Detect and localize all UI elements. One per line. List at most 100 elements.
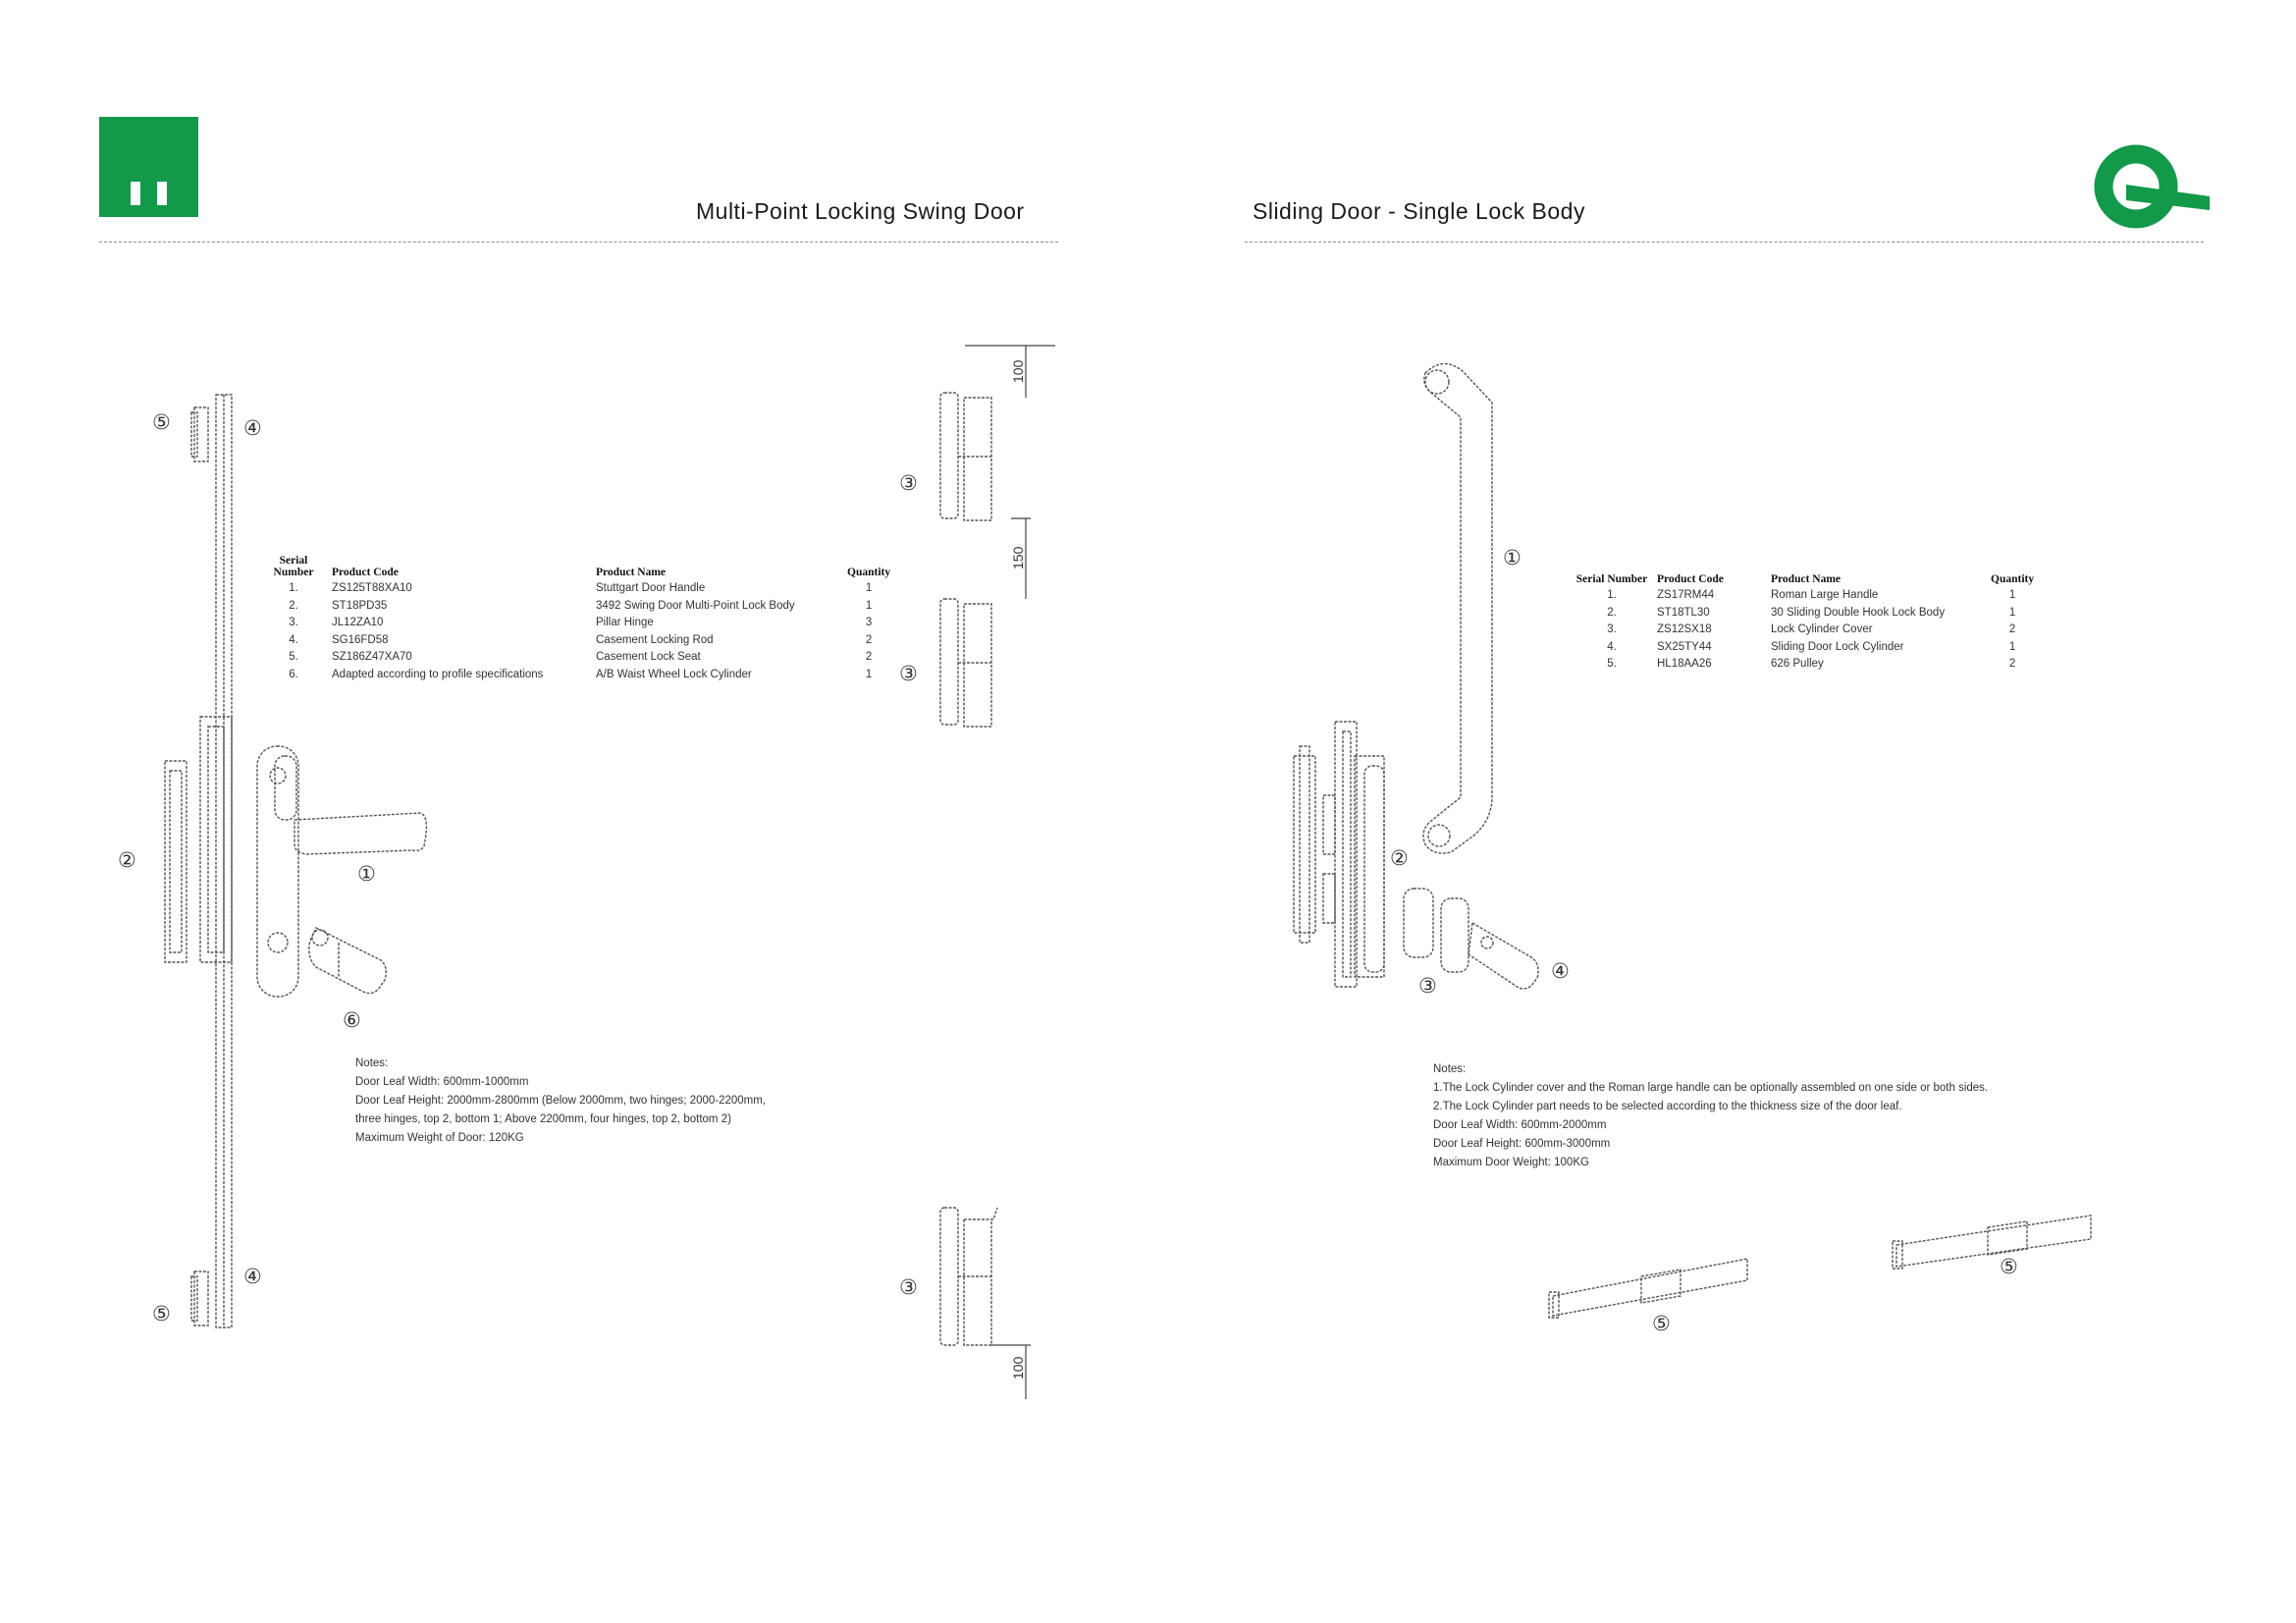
callout-5-bottom: ⑤ — [152, 1302, 171, 1325]
divider-left — [99, 242, 1058, 243]
col-serial-number: Serial Number — [1575, 573, 1648, 585]
callout-2-right: ② — [1390, 846, 1409, 870]
cell-qty: 3 — [865, 617, 873, 628]
col-product-code: Product Code — [1657, 573, 1724, 585]
cell-serial: 4. — [1607, 640, 1617, 653]
notes-heading: Notes: — [355, 1057, 389, 1069]
cell-name: Casement Lock Seat — [596, 651, 701, 663]
callout-6: ⑥ — [343, 1008, 361, 1032]
cell-qty: 1 — [2008, 589, 2016, 601]
cell-qty: 2 — [865, 651, 873, 663]
cell-code: ZS12SX18 — [1657, 623, 1712, 635]
col-product-name: Product Name — [596, 567, 667, 578]
table-row: 3. ZS12SX18 Lock Cylinder Cover 2 — [1571, 622, 2038, 639]
page-title-left: Multi-Point Locking Swing Door — [696, 198, 1025, 224]
callout-3-right: ③ — [1418, 974, 1437, 998]
cell-name: Casement Locking Rod — [596, 633, 714, 646]
note-line: Door Leaf Height: 2000mm-2800mm (Below 2… — [355, 1095, 767, 1107]
table-row: 6. Adapted according to profile specifica… — [259, 667, 894, 684]
callout-2: ② — [118, 848, 136, 872]
cell-name: 30 Sliding Double Hook Lock Body — [1771, 606, 1946, 619]
callout-3-hinge-top: ③ — [899, 471, 918, 495]
note-line: Door Leaf Height: 600mm-3000mm — [1433, 1138, 1611, 1150]
note-line: Door Leaf Width: 600mm-1000mm — [355, 1076, 529, 1088]
hinge-drawing — [939, 392, 998, 1346]
brand-logo-right — [2094, 144, 2210, 229]
cell-code: ZS125T88XA10 — [332, 582, 412, 594]
sliding-door-lock-drawing — [1293, 362, 2092, 1319]
notes-left: Notes: Door Leaf Width: 600mm-1000mm Doo… — [355, 1055, 766, 1148]
cell-serial: 3. — [289, 617, 298, 628]
note-line: 2.The Lock Cylinder part needs to be sel… — [1433, 1101, 1902, 1112]
cell-qty: 1 — [2008, 640, 2016, 653]
cell-qty: 2 — [865, 633, 873, 646]
note-line: Maximum Door Weight: 100KG — [1433, 1157, 1589, 1168]
table-header-row: Serial Number Product Code Product Name … — [1571, 573, 2038, 587]
cell-qty: 1 — [865, 582, 873, 594]
note-line: three hinges, top 2, bottom 1; Above 220… — [355, 1113, 731, 1125]
divider-right — [1245, 242, 2204, 243]
col-serial-number: Serial Number — [273, 555, 314, 578]
callout-3-hinge-middle: ③ — [899, 662, 918, 685]
col-product-name: Product Name — [1771, 573, 1842, 585]
dimension-label-top: 100 — [1010, 359, 1026, 383]
table-row: 2. ST18TL30 30 Sliding Double Hook Lock Bo… — [1571, 605, 2038, 622]
col-product-code: Product Code — [332, 567, 399, 578]
brand-logo-left — [99, 117, 198, 217]
dimension-lines — [965, 345, 1055, 1399]
cell-serial: 1. — [289, 582, 298, 594]
dimension-label-middle: 150 — [1010, 546, 1026, 569]
cell-code: Adapted according to profile specificati… — [332, 668, 544, 680]
cell-code: SG16FD58 — [332, 633, 389, 646]
cell-serial: 1. — [1607, 589, 1617, 601]
swing-door-lock-drawing — [164, 394, 428, 1328]
cell-name: Pillar Hinge — [596, 617, 654, 628]
cell-serial: 5. — [1607, 658, 1617, 670]
cell-qty: 1 — [2008, 606, 2016, 619]
note-line: 1.The Lock Cylinder cover and the Roman … — [1433, 1082, 1989, 1094]
logo-bar — [157, 182, 167, 205]
parts-table-left: Serial Number Product Code Product Name … — [259, 555, 894, 683]
note-line: Maximum Weight of Door: 120KG — [355, 1132, 524, 1144]
logo-bar — [131, 182, 140, 205]
callout-4-right: ④ — [1551, 959, 1570, 983]
dimension-label-bottom: 100 — [1010, 1356, 1026, 1380]
cell-qty: 2 — [2008, 623, 2016, 635]
cell-name: A/B Waist Wheel Lock Cylinder — [596, 668, 752, 680]
callout-5-right-a: ⑤ — [1652, 1312, 1671, 1335]
cell-code: ST18TL30 — [1657, 606, 1710, 619]
cell-serial: 6. — [289, 668, 298, 680]
cell-qty: 1 — [865, 668, 873, 680]
page-title-right: Sliding Door - Single Lock Body — [1253, 198, 1585, 224]
table-header-row: Serial Number Product Code Product Name … — [259, 555, 894, 580]
cell-name: Lock Cylinder Cover — [1771, 623, 1873, 635]
parts-table-right: Serial Number Product Code Product Name … — [1571, 573, 2038, 674]
cell-serial: 5. — [289, 651, 298, 663]
callout-3-hinge-bottom: ③ — [899, 1275, 918, 1299]
cell-code: ST18PD35 — [332, 599, 388, 612]
callout-5-top: ⑤ — [152, 410, 171, 434]
cell-serial: 3. — [1607, 623, 1617, 635]
cell-name: 626 Pulley — [1771, 658, 1824, 670]
notes-right: Notes: 1.The Lock Cylinder cover and the… — [1433, 1060, 1988, 1172]
cell-serial: 2. — [1607, 606, 1617, 619]
callout-1-right: ① — [1503, 546, 1522, 569]
note-line: Door Leaf Width: 600mm-2000mm — [1433, 1119, 1607, 1131]
cell-code: SX25TY44 — [1657, 640, 1712, 653]
notes-heading: Notes: — [1433, 1063, 1467, 1075]
cell-code: HL18AA26 — [1657, 658, 1712, 670]
cell-code: SZ186Z47XA70 — [332, 651, 412, 663]
table-row: 5. SZ186Z47XA70 Casement Lock Seat 2 — [259, 649, 894, 667]
col-quantity: Quantity — [847, 567, 891, 578]
cell-qty: 1 — [865, 599, 873, 612]
callout-4-bottom: ④ — [243, 1265, 262, 1288]
callout-1: ① — [357, 862, 376, 886]
